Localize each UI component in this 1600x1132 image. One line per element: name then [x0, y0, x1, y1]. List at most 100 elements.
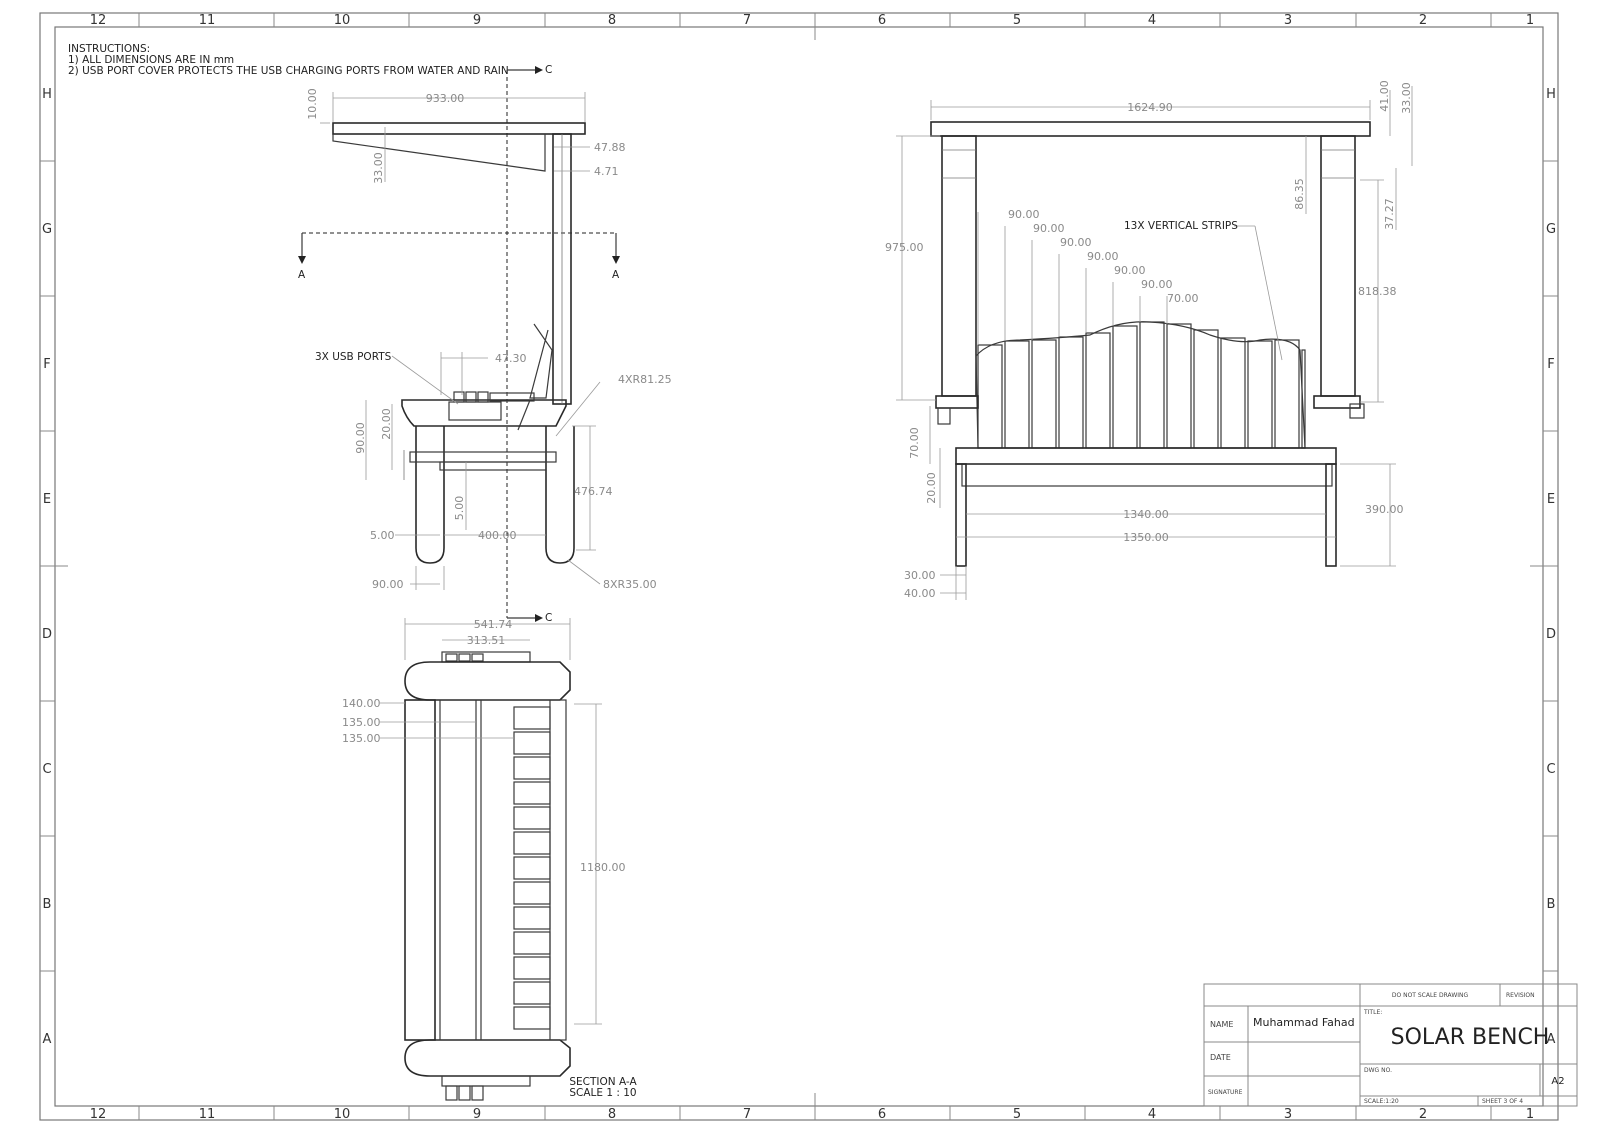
tb-dwg-label: DWG NO. — [1364, 1067, 1392, 1074]
dim-1340: 1340.00 — [1123, 508, 1169, 521]
zone-row-ticks — [40, 160, 1558, 972]
zone-columns-bottom: 12 11 10 9 8 7 6 5 4 3 2 1 — [90, 1107, 1534, 1122]
dim-541-74: 541.74 — [474, 618, 513, 631]
zone-rows-right: H G F E D C B A — [1546, 87, 1556, 1047]
title-block: DO NOT SCALE DRAWING REVISION NAME Muham… — [1203, 983, 1578, 1107]
zone-row-e: E — [43, 492, 51, 507]
zone-row-d: D — [42, 627, 52, 642]
usb-port-cover — [489, 392, 535, 402]
dim-47-30: 47.30 — [495, 352, 527, 365]
dim-476-74: 476.74 — [574, 485, 613, 498]
zone-col-4: 4 — [1148, 13, 1156, 28]
zone-col-2-bottom: 2 — [1419, 1107, 1427, 1122]
dim-30: 30.00 — [904, 569, 936, 582]
instructions-title: INSTRUCTIONS: — [68, 43, 150, 55]
dim-975: 975.00 — [885, 241, 924, 254]
zone-row-c: C — [42, 762, 51, 777]
front-right-leg — [1325, 463, 1337, 567]
tb-name-label: NAME — [1210, 1020, 1233, 1029]
side-seat-rail — [409, 451, 557, 463]
zone-col-6-bottom: 6 — [878, 1107, 886, 1122]
section-top-arm — [404, 661, 571, 701]
dim-5-horizontal: 5.00 — [370, 529, 395, 542]
section-arrow-a-left — [298, 256, 306, 264]
zone-row-f-right: F — [1547, 357, 1554, 372]
side-front-leg — [415, 426, 445, 564]
section-label-c-top: C — [545, 64, 552, 76]
side-rear-leg — [545, 426, 575, 564]
dim-41: 41.00 — [1378, 80, 1391, 112]
usb-port-2 — [465, 391, 477, 403]
dim-86-35: 86.35 — [1293, 178, 1306, 210]
dim-135-b: 135.00 — [342, 732, 381, 745]
dim-400: 400.00 — [478, 529, 517, 542]
dim-40: 40.00 — [904, 587, 936, 600]
front-right-post — [1320, 135, 1356, 397]
tb-name-value: Muhammad Fahad — [1253, 1016, 1355, 1029]
front-apron — [961, 463, 1333, 487]
zone-col-1: 1 — [1526, 13, 1534, 28]
side-lower-rail — [439, 461, 547, 471]
front-roof-panel — [930, 121, 1371, 137]
section-label-a-right: A — [612, 269, 620, 281]
dim-390: 390.00 — [1365, 503, 1404, 516]
zone-columns-top: 12 11 10 9 8 7 6 5 4 3 2 1 — [90, 13, 1534, 28]
zone-column-ticks — [138, 13, 1492, 1120]
zone-col-9-bottom: 9 — [473, 1107, 481, 1122]
zone-col-11-bottom: 11 — [199, 1107, 216, 1122]
dim-313-51: 313.51 — [467, 634, 506, 647]
instructions-line-2: 2) USB PORT COVER PROTECTS THE USB CHARG… — [68, 65, 509, 77]
dim-933: 933.00 — [426, 92, 465, 105]
side-roof-brace — [332, 134, 546, 172]
zone-row-h-right: H — [1546, 87, 1556, 102]
tb-do-not-scale: DO NOT SCALE DRAWING — [1392, 992, 1469, 999]
front-right-arm — [1313, 395, 1361, 409]
zone-col-11: 11 — [199, 13, 216, 28]
dim-1350: 1350.00 — [1123, 531, 1169, 544]
zone-row-h: H — [42, 87, 52, 102]
zone-row-d-right: D — [1546, 627, 1556, 642]
instructions-line-1: 1) ALL DIMENSIONS ARE IN mm — [68, 54, 234, 66]
dim-8xr35: 8XR35.00 — [603, 578, 657, 591]
zone-col-8: 8 — [608, 13, 616, 28]
dim-4xr81: 4XR81.25 — [618, 373, 672, 386]
section-arrow-a-right — [612, 256, 620, 264]
zone-row-a-right: A — [1547, 1032, 1556, 1047]
side-backrest — [529, 323, 553, 399]
tb-sheet: SHEET 3 OF 4 — [1482, 1098, 1523, 1105]
zone-col-8-bottom: 8 — [608, 1107, 616, 1122]
dim-strip-2: 90.00 — [1033, 222, 1065, 235]
front-seat — [955, 447, 1337, 465]
zone-row-g-right: G — [1546, 222, 1556, 237]
label-usb-ports: 3X USB PORTS — [315, 351, 392, 363]
dim-10: 10.00 — [306, 88, 319, 120]
section-caption: SECTION A-A — [569, 1076, 637, 1088]
zone-row-a: A — [43, 1032, 52, 1047]
tb-signature-label: SIGNATURE — [1208, 1089, 1243, 1096]
section-usb-bottom — [441, 1075, 531, 1087]
dim-33-front: 33.00 — [1400, 82, 1413, 114]
zone-col-12: 12 — [90, 13, 107, 28]
zone-col-7: 7 — [743, 13, 751, 28]
zone-col-6: 6 — [878, 13, 886, 28]
dim-20-side: 20.00 — [380, 408, 393, 440]
dim-20-front: 20.00 — [925, 472, 938, 504]
zone-row-b-right: B — [1547, 897, 1556, 912]
inner-border — [54, 26, 1544, 1107]
dim-strip-6: 90.00 — [1141, 278, 1173, 291]
section-scale: SCALE 1 : 10 — [569, 1087, 636, 1099]
zone-col-10-bottom: 10 — [334, 1107, 351, 1122]
zone-col-3: 3 — [1284, 13, 1292, 28]
dim-47-88: 47.88 — [594, 141, 626, 154]
dim-strip-7: 70.00 — [1167, 292, 1199, 305]
zone-col-2: 2 — [1419, 13, 1427, 28]
tb-date-label: DATE — [1210, 1053, 1231, 1062]
side-roof-panel — [332, 122, 586, 135]
zone-col-3-bottom: 3 — [1284, 1107, 1292, 1122]
dim-1180: 1180.00 — [580, 861, 626, 874]
dim-1624-90: 1624.90 — [1127, 101, 1173, 114]
section-front-frame — [404, 699, 436, 1041]
section-view-a-a: 541.74 313.51 140.00 135.00 135.00 1180.… — [342, 618, 637, 1101]
zone-row-g: G — [42, 222, 52, 237]
